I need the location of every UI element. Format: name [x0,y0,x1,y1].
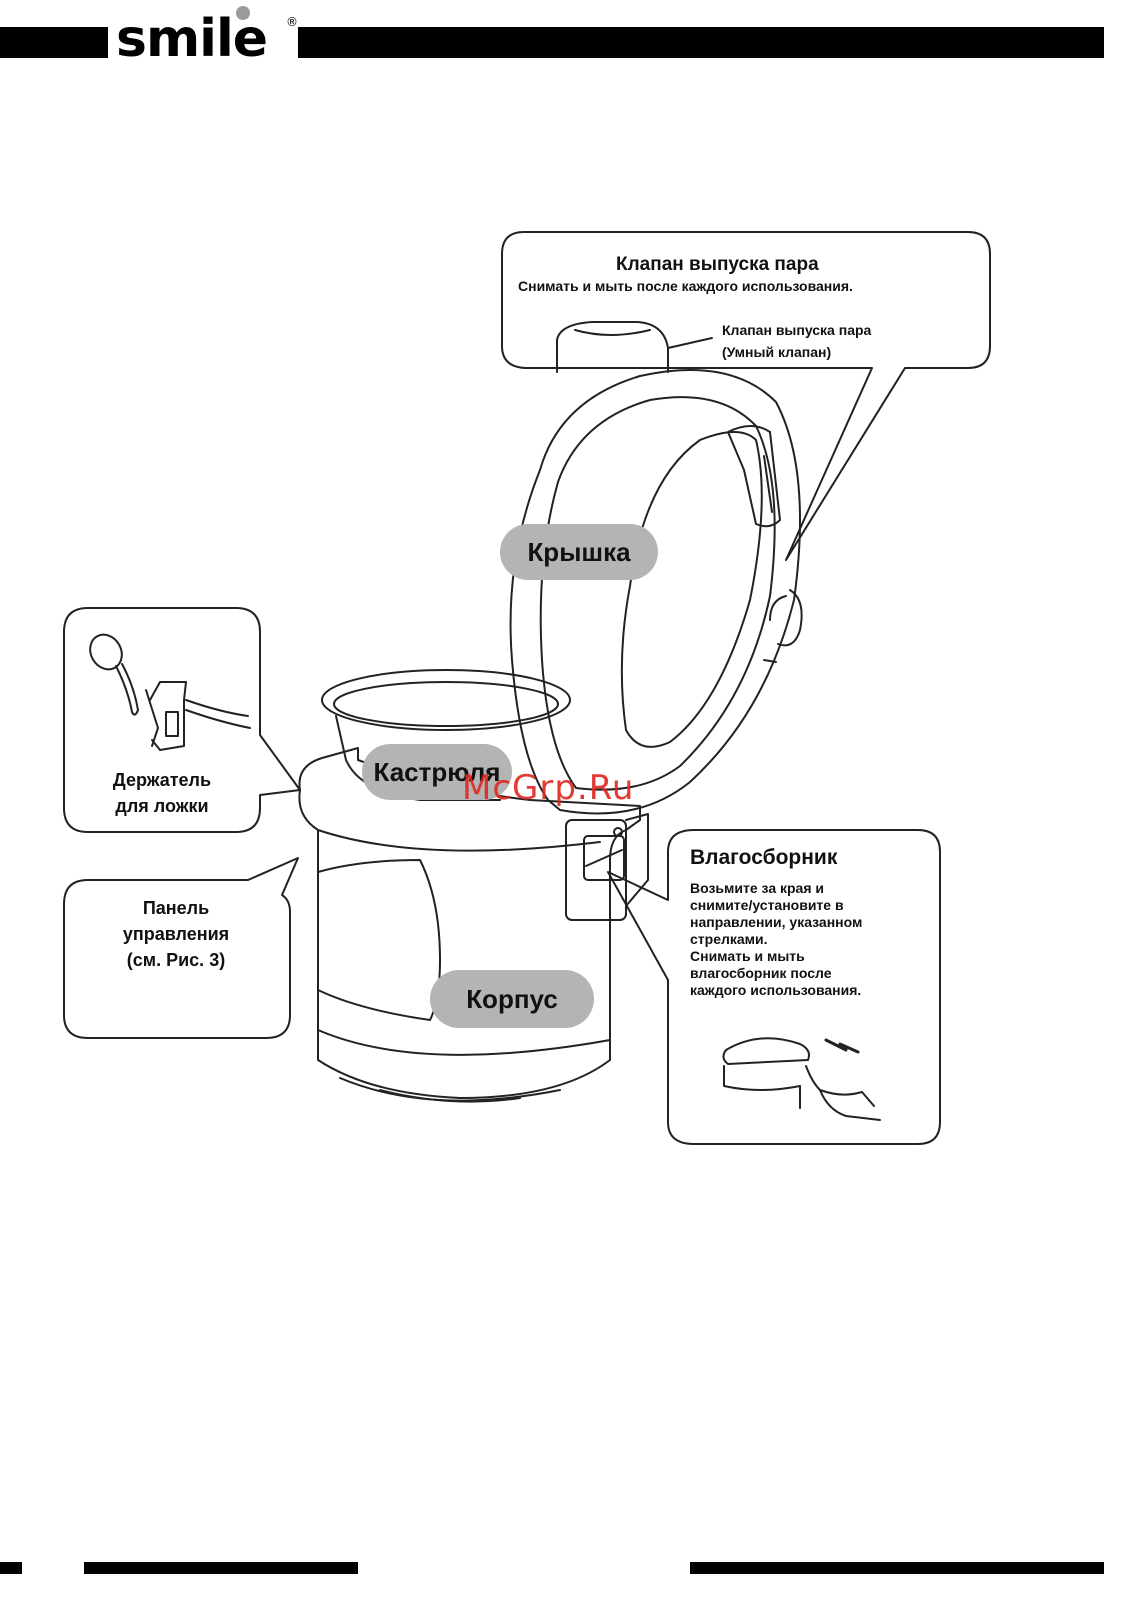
condensation-line: направлении, указанном [690,914,863,930]
spoon-holder-callout-bubble [63,607,301,833]
steam-valve-sketch [556,321,669,373]
control-panel-label-1: Панель [142,898,210,918]
condensation-line: влагосборник после [690,965,832,981]
control-panel-callout-bubble [63,857,299,1039]
steam-valve-label-2: (Умный клапан) [722,344,832,360]
lid-outline [509,368,801,815]
condensation-callout-bubble [607,829,941,1145]
control-panel-label-2: управления [122,924,230,944]
pot-label-pill [362,744,512,800]
footer-bar-right [690,1562,1104,1574]
condensation-title: Влагосборник [690,846,838,869]
condensation-line: каждого использования. [690,982,862,998]
steam-valve-callout-bubble [501,231,991,561]
footer-bar-middle [84,1562,358,1574]
condensation-line: снимите/установите в [690,897,844,913]
spoon-holder-label-1: Держатель [112,770,212,790]
lid-label: Крышка [527,537,631,567]
condensation-collector-sketch [565,819,627,921]
condensation-line: Возьмите за края и [690,880,824,896]
holder-clip-sketch [149,681,187,751]
steam-valve-label-1: Клапан выпуска пара [722,322,872,338]
footer-bar-left-stub [0,1562,22,1574]
condensation-line: Снимать и мыть [690,948,805,964]
steam-valve-title: Клапан выпуска пара [616,254,819,275]
control-panel-label-3: (см. Рис. 3) [126,950,226,970]
header-bar-right [298,27,1104,58]
logo-dot [236,6,250,20]
spoon-sketch [89,633,123,671]
watermark: McGrp.Ru [462,768,635,808]
lid-label-pill [500,524,658,580]
condensation-line: стрелками. [690,931,768,947]
header-bar-left [0,27,108,58]
pot-label: Кастрюля [373,757,501,787]
cooker-mini-sketch [722,1037,810,1065]
body-label-pill [430,970,594,1028]
inner-pot-rim [321,669,571,731]
body-label: Корпус [466,984,558,1014]
brand-logo: smile [116,9,268,69]
registered-mark: ® [286,15,298,29]
steam-valve-subtitle: Снимать и мыть после каждого использован… [518,278,853,294]
spoon-holder-label-2: для ложки [115,796,209,816]
